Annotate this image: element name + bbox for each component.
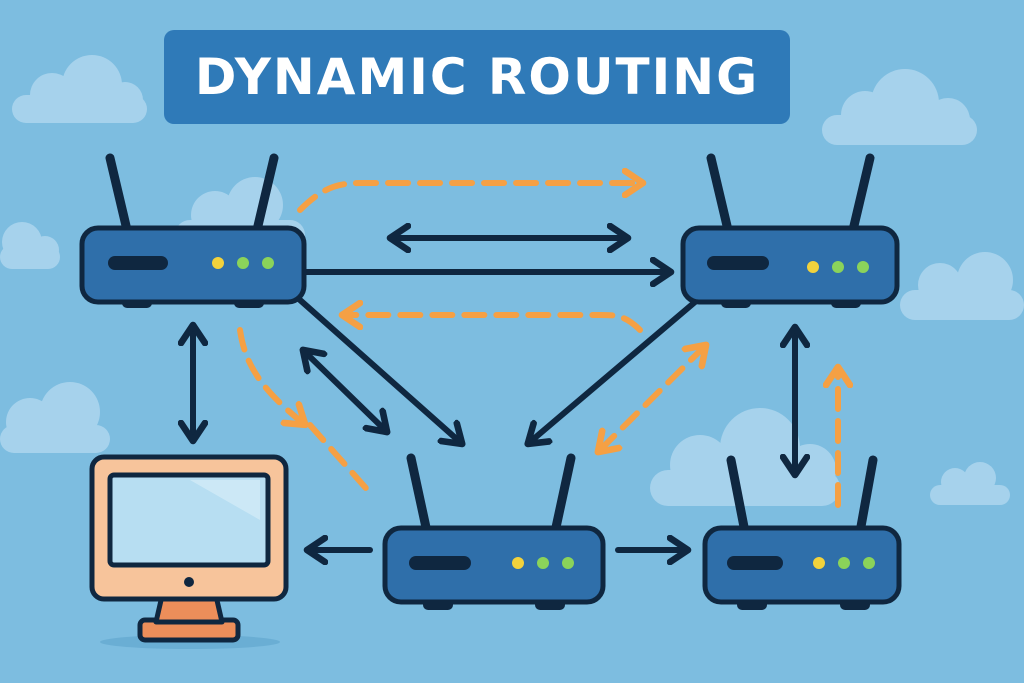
monitor-power-button [184,577,194,587]
router-body [702,525,902,605]
status-led [562,557,574,569]
router-body [79,225,307,305]
page-title: DYNAMIC ROUTING [194,48,760,106]
link-top-left-to-bottom-center [297,297,460,442]
router-port-slot [108,256,168,270]
status-led [832,261,844,273]
dashed-link-top-right-to-top-left [345,315,643,333]
status-led [237,257,249,269]
dashed-link-bottom-center-to-top-right [600,347,704,450]
cloud [650,408,840,506]
router-port-slot [409,556,471,570]
router-antennas [726,455,878,537]
screen-glare [190,480,260,520]
router-antennas [406,453,576,537]
cloud [930,462,1010,505]
link-top-right-to-bottom-center [530,299,698,442]
status-led [807,261,819,273]
router-antennas [105,153,279,235]
router-top-right [680,153,900,308]
dashed-link-top-left-to-top-right [297,183,640,213]
router-body [382,525,606,605]
dashed-link-top-left-down-diagonal [307,422,375,498]
status-led [537,557,549,569]
cloud [0,222,60,269]
cloud [822,69,977,145]
cloud [12,55,147,123]
status-led [813,557,825,569]
status-led [857,261,869,273]
router-bottom-center [382,453,606,610]
title-banner: DYNAMIC ROUTING [164,30,790,124]
router-body [680,225,900,305]
status-led [838,557,850,569]
cloud [0,382,110,453]
router-antennas [706,153,875,235]
status-led [512,557,524,569]
router-top-left [79,153,307,308]
router-port-slot [707,256,769,270]
link-top-left-bottom-center-bidirectional [305,352,385,430]
status-led [863,557,875,569]
dashed-link-top-left-to-bottom-center [237,327,303,423]
computer-monitor [89,454,289,649]
dashed-routing-links [237,183,838,508]
status-led [212,257,224,269]
solid-routing-links [193,238,795,550]
router-bottom-right [702,455,902,610]
cloud [900,252,1024,320]
status-led [262,257,274,269]
router-port-slot [727,556,783,570]
